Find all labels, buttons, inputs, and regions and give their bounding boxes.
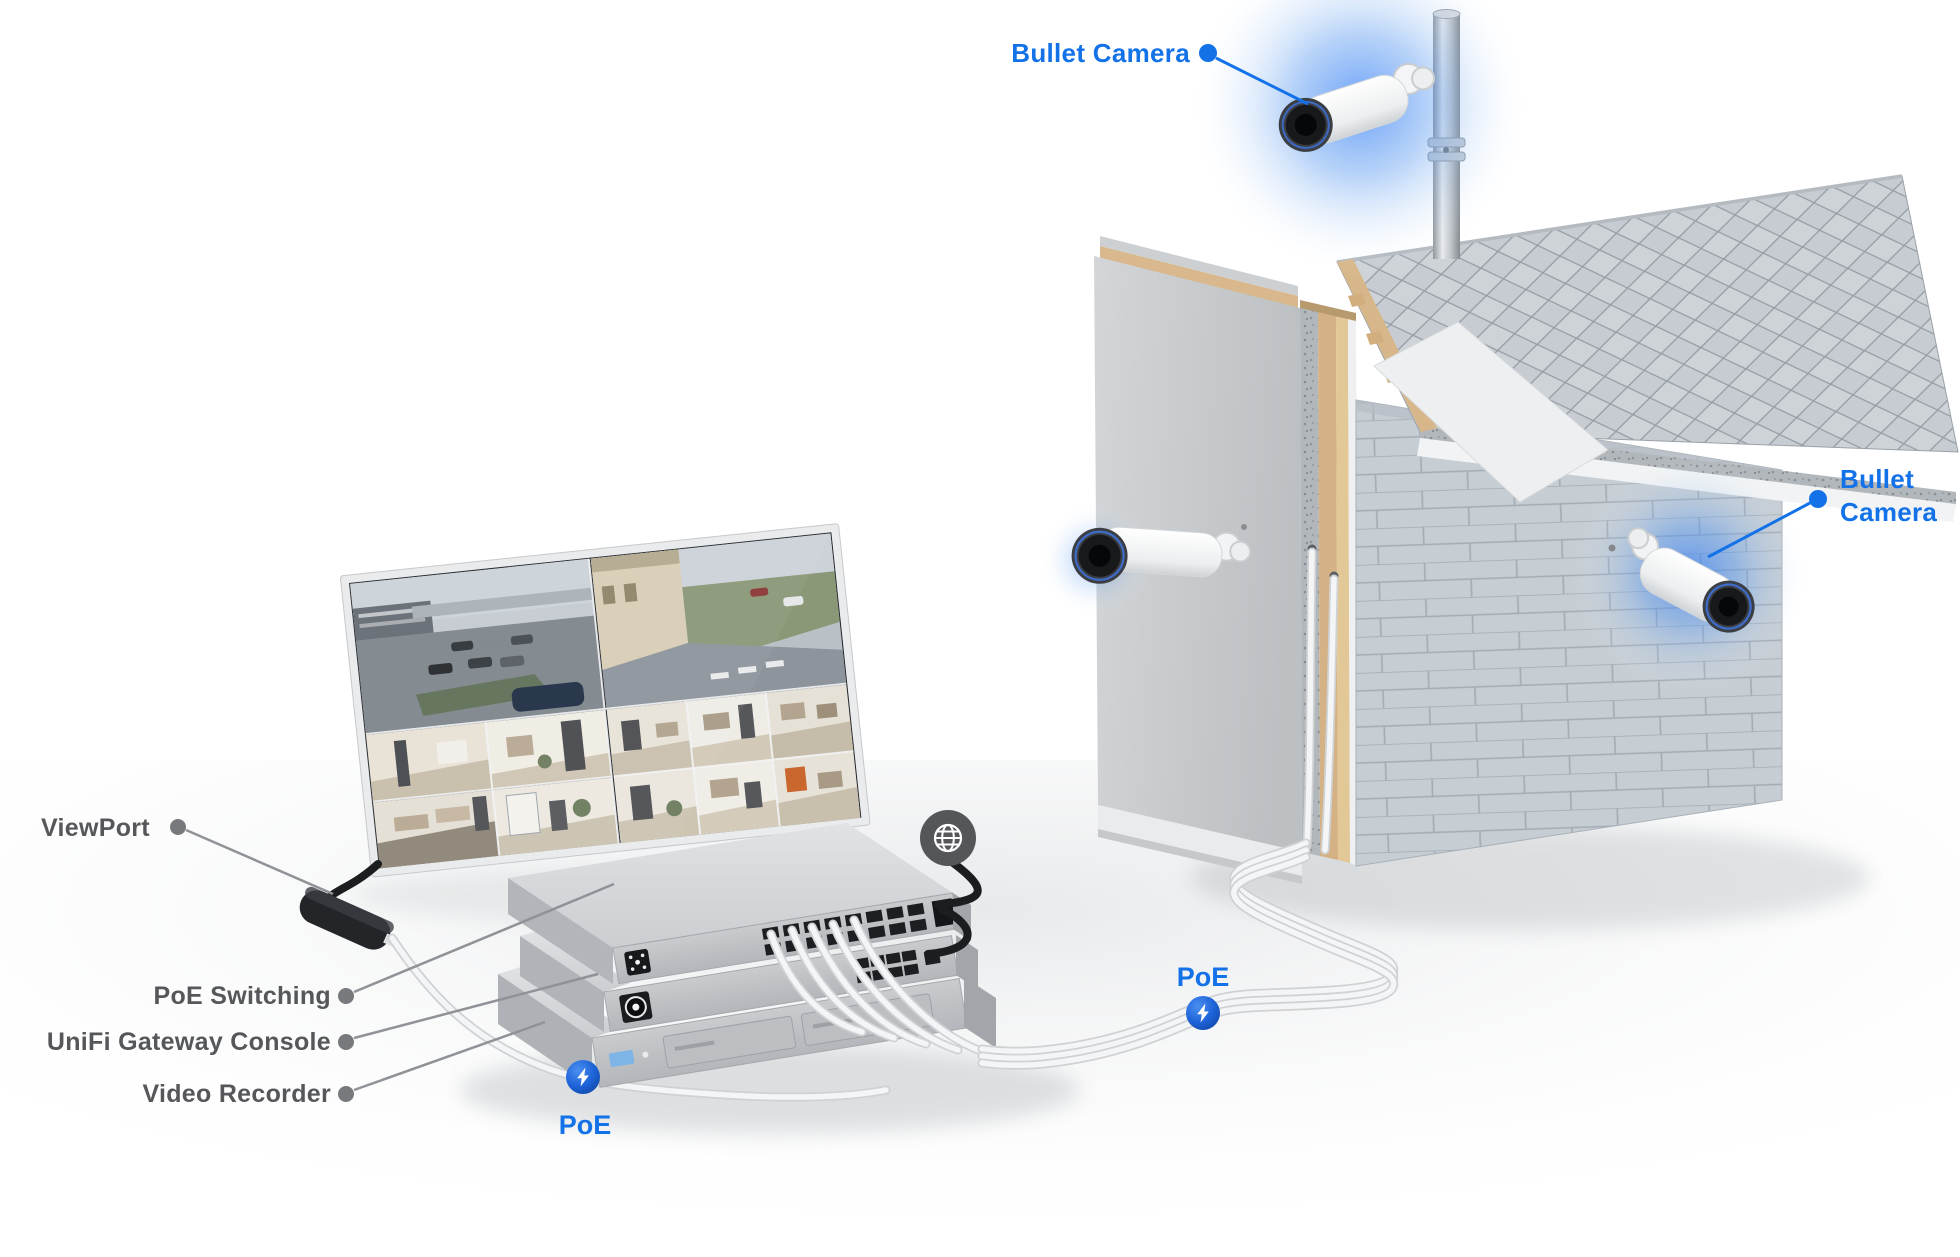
camera-feed — [485, 709, 612, 790]
camera-feed-grid — [350, 533, 861, 869]
camera-feed — [606, 701, 694, 777]
callout-poe-switching: PoE Switching — [153, 882, 615, 1010]
label-video-recorder: Video Recorder — [142, 1080, 331, 1108]
camera-feed — [590, 533, 847, 709]
camera-feed — [365, 722, 493, 802]
callout-video-recorder: Video Recorder — [142, 1020, 546, 1108]
camera-feed — [613, 768, 701, 844]
bullet-camera-top — [1278, 62, 1436, 152]
label-bullet-camera-top: Bullet Camera — [1011, 38, 1190, 68]
soffit-box — [1373, 321, 1609, 503]
camera-cable-bundle — [977, 838, 1399, 1070]
label-bullet-camera-right-line2: Camera — [1840, 497, 1937, 527]
in-wall-cables — [1302, 544, 1339, 855]
wall-screw-hole — [1241, 524, 1247, 530]
camera-feed — [772, 751, 861, 827]
leader-dot — [1199, 44, 1217, 62]
poe-badge-left: PoE — [559, 1060, 612, 1140]
camera-feed — [693, 759, 780, 835]
camera-feed — [373, 790, 500, 869]
label-poe-right: PoE — [1177, 962, 1230, 992]
callout-unifi-gateway-console: UniFi Gateway Console — [47, 972, 599, 1056]
callout-viewport: ViewPort — [41, 814, 334, 896]
globe-icon — [920, 810, 976, 866]
camera-glow-top — [1188, 0, 1532, 277]
lightning-bolt-icon — [577, 1067, 589, 1087]
bullet-camera-left — [1071, 526, 1252, 584]
camera-feed — [686, 693, 773, 769]
label-unifi-gateway-console: UniFi Gateway Console — [47, 1028, 331, 1056]
label-poe-switching: PoE Switching — [153, 982, 331, 1010]
patch-cables — [766, 915, 995, 1059]
label-bullet-camera-right-line1: Bullet — [1840, 464, 1914, 494]
callout-bullet-camera-right: Bullet Camera — [1707, 464, 1937, 559]
poe-badge-right: PoE — [1177, 962, 1230, 1030]
wall-screw-hole — [1608, 544, 1616, 552]
leader-dot — [338, 1034, 354, 1050]
leader-dot — [338, 1086, 354, 1102]
leader-dot — [338, 988, 354, 1004]
camera-feed — [350, 558, 605, 735]
viewport-display — [340, 523, 871, 878]
lightning-bolt-icon — [1197, 1003, 1209, 1023]
uplink-cable — [924, 905, 972, 958]
leader-dot — [170, 819, 186, 835]
camera-feed — [492, 777, 619, 856]
video-recorder-device — [498, 964, 996, 1088]
leader-dot — [1809, 490, 1827, 508]
nvr-status-screen — [608, 1049, 635, 1068]
camera-feed — [765, 684, 854, 760]
label-viewport: ViewPort — [41, 814, 150, 842]
wan-cable — [934, 858, 982, 909]
callout-bullet-camera-top: Bullet Camera — [1011, 38, 1309, 106]
label-poe-left: PoE — [559, 1110, 612, 1140]
bullet-camera-right — [1627, 527, 1755, 633]
wall-cutaway — [1300, 300, 1358, 866]
